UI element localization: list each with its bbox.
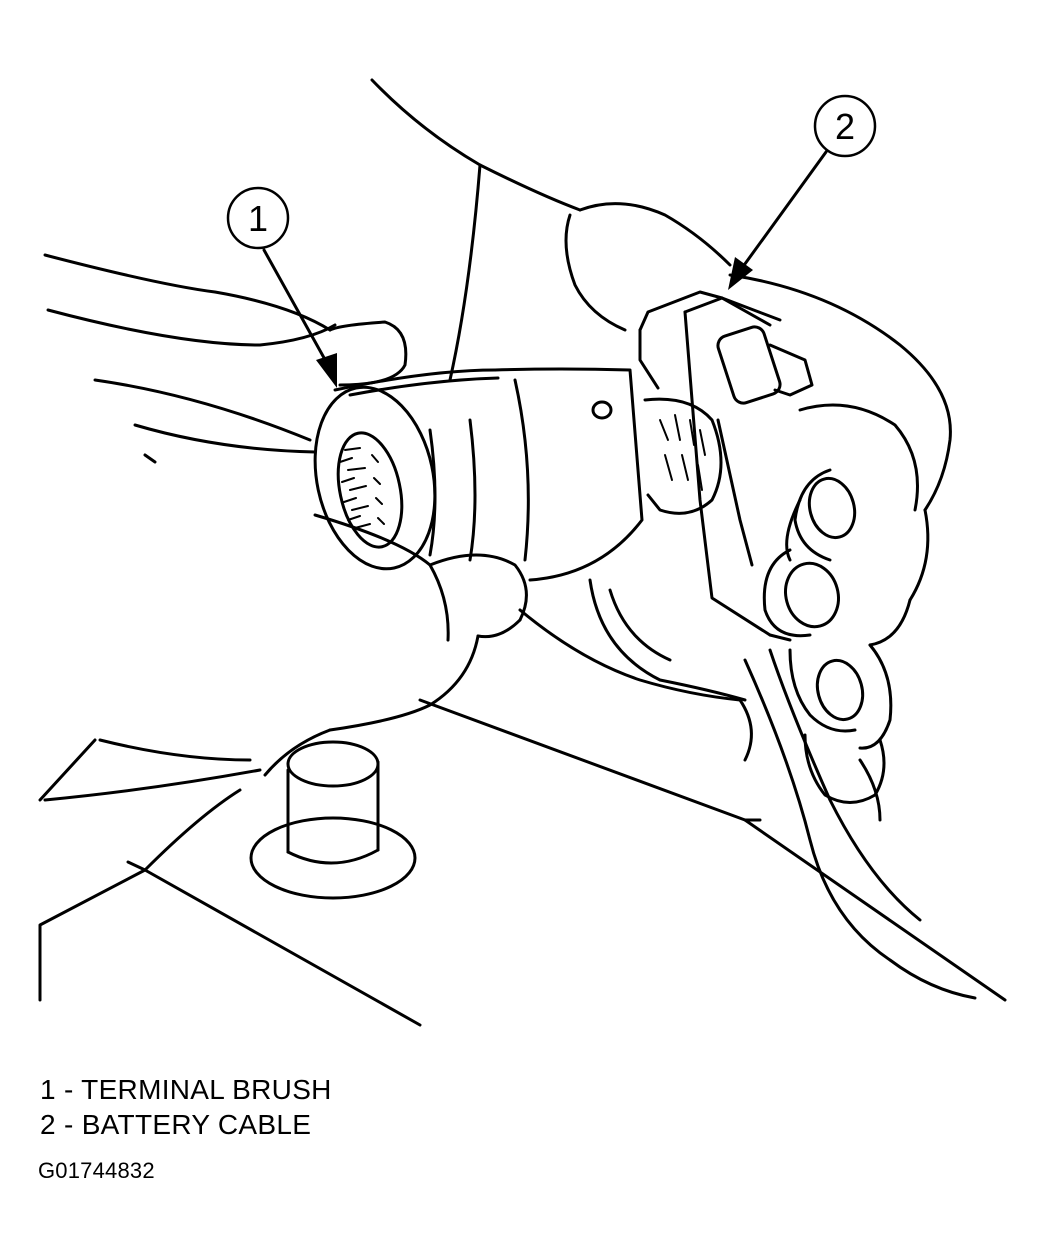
terminal-brush bbox=[299, 369, 721, 580]
callout-1-arrowhead bbox=[316, 353, 337, 388]
callout-1-number: 1 bbox=[248, 198, 268, 239]
right-hand bbox=[372, 80, 950, 820]
battery-post bbox=[251, 742, 415, 898]
battery-case bbox=[40, 700, 1005, 1025]
wire-brush-bristles bbox=[340, 448, 384, 528]
legend-separator: - bbox=[63, 1109, 74, 1140]
legend-separator: - bbox=[63, 1074, 74, 1105]
callout-2-arrowhead bbox=[728, 257, 753, 290]
legend-number: 1 bbox=[40, 1074, 56, 1105]
legend-number: 2 bbox=[40, 1109, 56, 1140]
battery-cable bbox=[590, 580, 975, 998]
figure-code: G01744832 bbox=[38, 1158, 155, 1183]
legend-item-terminal-brush: 1 - TERMINAL BRUSH bbox=[40, 1072, 332, 1107]
battery-terminal-cleaning-illustration: 1 2 bbox=[0, 0, 1044, 1060]
callout-2-number: 2 bbox=[835, 106, 855, 147]
callout-2: 2 bbox=[728, 96, 875, 290]
left-hand bbox=[45, 255, 526, 870]
battery-cable-clamp bbox=[640, 292, 812, 640]
legend: 1 - TERMINAL BRUSH 2 - BATTERY CABLE bbox=[40, 1072, 332, 1142]
callout-1: 1 bbox=[228, 188, 337, 388]
legend-label: TERMINAL BRUSH bbox=[81, 1074, 332, 1105]
legend-label: BATTERY CABLE bbox=[81, 1109, 312, 1140]
legend-item-battery-cable: 2 - BATTERY CABLE bbox=[40, 1107, 332, 1142]
